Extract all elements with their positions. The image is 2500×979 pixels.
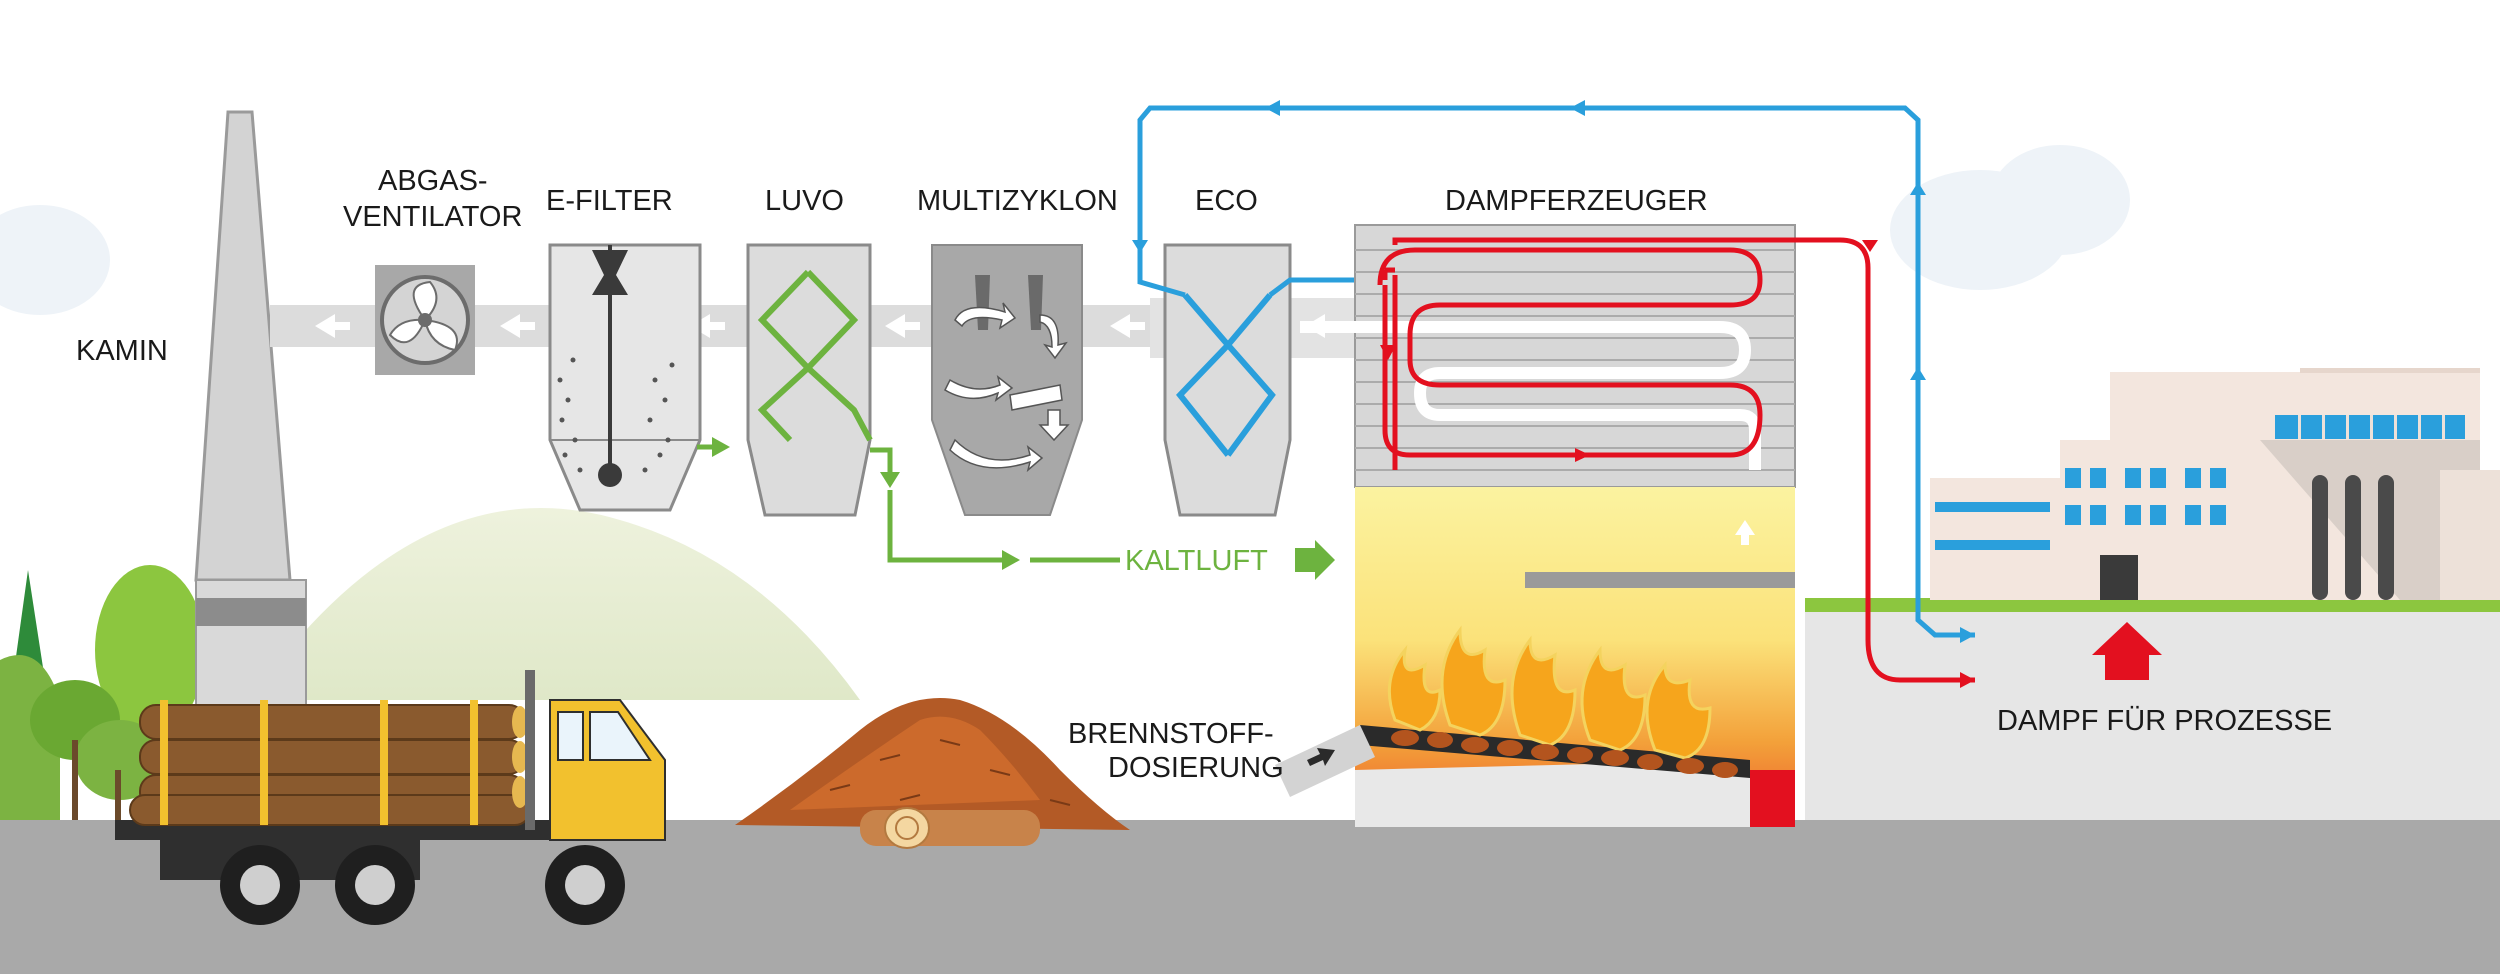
background-hill [250, 508, 860, 700]
grass-strip [1805, 598, 2500, 612]
label-efilter: E-FILTER [546, 185, 673, 217]
wood-chip-pile [735, 698, 1130, 849]
label-abgas-line1: ABGAS- [378, 165, 488, 197]
feedwater-line [1137, 105, 1975, 638]
flame-icons [1387, 625, 1738, 778]
label-abgas-line2: VENTILATOR [343, 201, 522, 233]
label-luvo: LUVO [765, 185, 844, 217]
feedwater-arrows [1132, 100, 1975, 643]
cold-air-arrowheads [712, 437, 1335, 580]
trees [0, 565, 205, 820]
label-dampferzeuger: DAMPFERZEUGER [1445, 185, 1708, 217]
air-preheater [746, 243, 873, 517]
steam-generator [1300, 224, 1796, 827]
cold-air-lines [697, 444, 1120, 563]
economizer [1163, 243, 1292, 517]
log-truck [115, 670, 666, 925]
label-kaltluft: KALTLUFT [1125, 545, 1268, 577]
label-multizyklon: MULTIZYKLON [917, 185, 1118, 217]
label-brennstoff-line2: DOSIERUNG [1108, 752, 1284, 784]
factory-building [1930, 368, 2500, 600]
multicyclone [931, 244, 1083, 516]
background-clouds [0, 145, 2130, 315]
fan-icon [375, 265, 475, 375]
fuel-dosing-chute [1275, 725, 1375, 797]
label-dampf: DAMPF FÜR PROZESSE [1997, 705, 2332, 737]
ground-light [1805, 610, 2500, 820]
steam-line [1392, 237, 2162, 688]
label-kamin: KAMIN [76, 335, 168, 367]
label-eco: ECO [1195, 185, 1258, 217]
electrostatic-filter [548, 243, 702, 512]
label-brennstoff-line1: BRENNSTOFF- [1068, 718, 1274, 750]
